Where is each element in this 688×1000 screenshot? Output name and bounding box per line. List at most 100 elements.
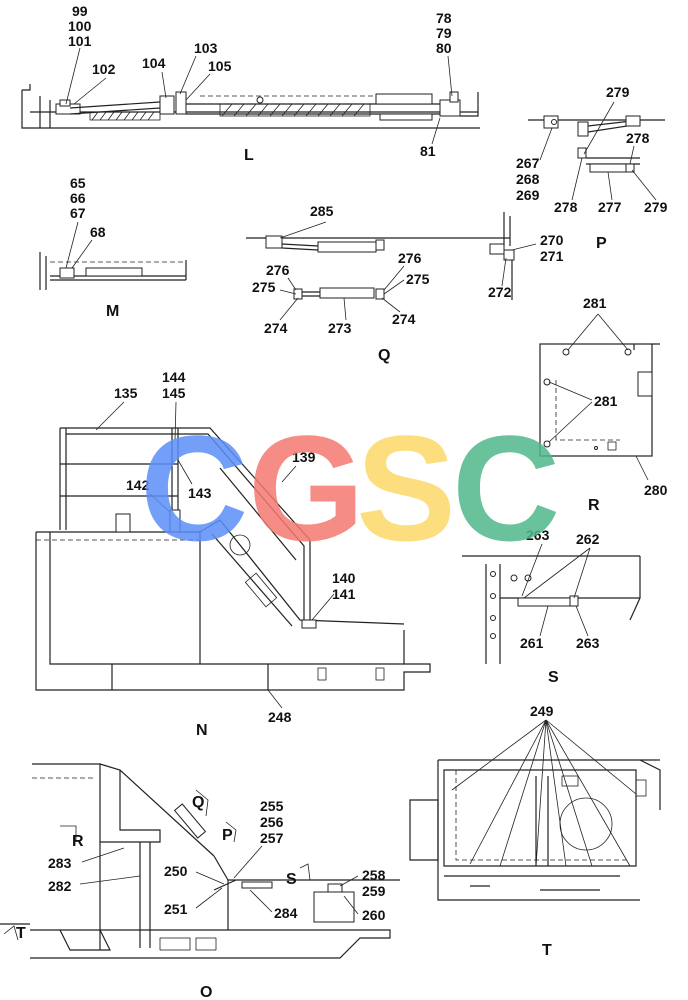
view-n-labels: 135 144 145 139 142 143 140 141 248 N (95, 369, 356, 739)
section-title-t: T (542, 942, 552, 959)
label-259: 259 (362, 883, 386, 899)
watermark-letter-g: G (248, 404, 365, 572)
label-142: 142 (126, 477, 150, 493)
label-66: 66 (70, 190, 86, 206)
label-140: 140 (332, 570, 356, 586)
label-99: 99 (72, 3, 88, 19)
label-144: 144 (162, 369, 186, 385)
view-p-labels: 279 278 267 268 269 278 277 279 P (516, 84, 668, 252)
label-274-left: 274 (264, 320, 288, 336)
label-271: 271 (540, 248, 564, 264)
view-q-labels: 285 270 271 272 276 275 276 275 274 273 … (252, 203, 564, 364)
label-263-bottom: 263 (576, 635, 600, 651)
view-q (246, 212, 515, 300)
view-l-labels: 99 100 101 102 103 104 105 78 79 80 81 L (65, 3, 453, 164)
label-256: 256 (260, 814, 284, 830)
view-l (21, 84, 480, 129)
label-250: 250 (164, 863, 188, 879)
label-145: 145 (162, 385, 186, 401)
label-274-right: 274 (392, 311, 416, 327)
label-273: 273 (328, 320, 352, 336)
label-278-right: 278 (626, 130, 650, 146)
view-t-labels: 249 T (451, 703, 637, 959)
view-marker-t: T (16, 925, 26, 942)
label-279-top: 279 (606, 84, 630, 100)
view-o-markers: Q P R S T (3, 789, 311, 942)
label-249: 249 (530, 703, 554, 719)
view-t (409, 759, 661, 901)
section-title-l: L (244, 147, 254, 164)
label-78: 78 (436, 10, 452, 26)
view-o (0, 763, 400, 959)
label-255: 255 (260, 798, 284, 814)
label-278-bottom: 278 (554, 199, 578, 215)
label-279-bottom: 279 (644, 199, 668, 215)
label-272: 272 (488, 284, 512, 300)
view-p (528, 115, 665, 173)
label-270: 270 (540, 232, 564, 248)
view-o-labels: 255 256 257 283 282 250 251 284 258 259 … (48, 798, 386, 1000)
watermark-letter-c2: C (452, 404, 560, 572)
label-267: 267 (516, 155, 540, 171)
label-139: 139 (292, 449, 316, 465)
view-marker-s: S (286, 871, 297, 888)
view-marker-r: R (72, 833, 84, 850)
section-title-n: N (196, 722, 208, 739)
view-m (39, 252, 187, 290)
label-262: 262 (576, 531, 600, 547)
label-101: 101 (68, 33, 92, 49)
label-105: 105 (208, 58, 232, 74)
label-260: 260 (362, 907, 386, 923)
label-103: 103 (194, 40, 218, 56)
watermark: C G S C (140, 404, 560, 572)
section-title-m: M (106, 303, 119, 320)
label-280: 280 (644, 482, 668, 498)
view-r-labels: 281 281 280 R (548, 295, 668, 514)
view-m-labels: 65 66 67 68 M (65, 175, 119, 320)
label-80: 80 (436, 40, 452, 56)
label-282: 282 (48, 878, 72, 894)
label-68: 68 (90, 224, 106, 240)
view-s-labels: 263 262 261 263 S (520, 527, 600, 686)
label-261: 261 (520, 635, 544, 651)
label-67: 67 (70, 205, 86, 221)
view-n (35, 427, 431, 691)
label-275-left: 275 (252, 279, 276, 295)
label-248: 248 (268, 709, 292, 725)
label-268: 268 (516, 171, 540, 187)
label-275-right: 275 (406, 271, 430, 287)
view-marker-q: Q (192, 794, 204, 811)
label-79: 79 (436, 25, 452, 41)
label-276-right: 276 (398, 250, 422, 266)
watermark-letter-c: C (140, 404, 248, 572)
section-title-q: Q (378, 347, 390, 364)
label-281-top: 281 (583, 295, 607, 311)
label-100: 100 (68, 18, 92, 34)
label-283: 283 (48, 855, 72, 871)
section-title-p: P (596, 235, 607, 252)
label-65: 65 (70, 175, 86, 191)
label-251: 251 (164, 901, 188, 917)
label-269: 269 (516, 187, 540, 203)
label-141: 141 (332, 586, 356, 602)
label-81: 81 (420, 143, 436, 159)
label-135: 135 (114, 385, 138, 401)
section-title-o: O (200, 984, 212, 1000)
label-257: 257 (260, 830, 284, 846)
label-281-middle: 281 (594, 393, 618, 409)
view-r (539, 343, 660, 457)
label-102: 102 (92, 61, 116, 77)
label-284: 284 (274, 905, 298, 921)
label-143: 143 (188, 485, 212, 501)
label-104: 104 (142, 55, 166, 71)
view-s (462, 555, 641, 664)
watermark-letter-s: S (356, 404, 456, 572)
view-marker-p: P (222, 827, 233, 844)
label-277: 277 (598, 199, 622, 215)
section-title-r: R (588, 497, 600, 514)
section-title-s: S (548, 669, 559, 686)
label-263-top: 263 (526, 527, 550, 543)
label-285: 285 (310, 203, 334, 219)
label-276-left: 276 (266, 262, 290, 278)
